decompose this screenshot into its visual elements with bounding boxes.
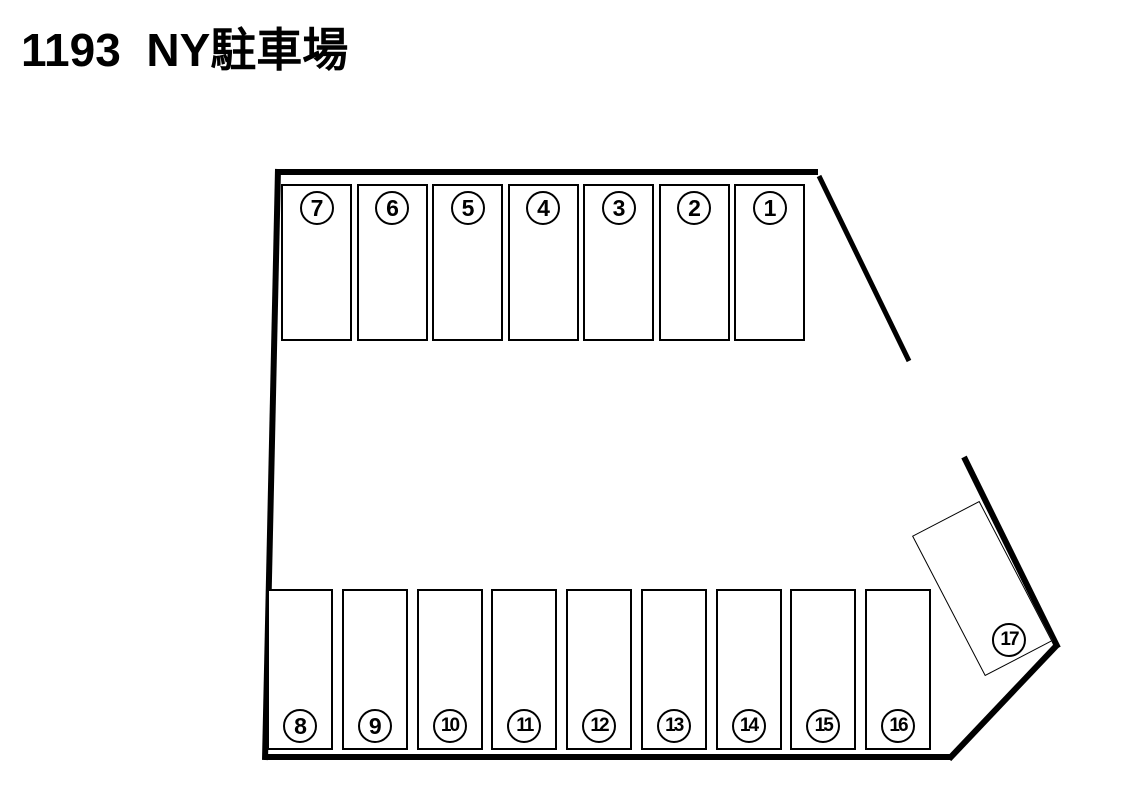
space-number-badge: 1 [752, 191, 787, 225]
parking-space-14: 14 [715, 589, 782, 750]
parking-space-16: 16 [865, 589, 931, 750]
parking-space-3: 3 [583, 184, 654, 341]
space-number-badge: 14 [731, 709, 766, 743]
top-parking-row: 7 6 5 4 3 2 1 [281, 184, 805, 341]
parking-space-4: 4 [507, 184, 579, 341]
space-number-badge: 12 [582, 709, 616, 743]
parking-space-9: 9 [341, 589, 408, 750]
space-number-badge: 2 [677, 191, 711, 225]
parking-space-13: 13 [640, 589, 707, 750]
parking-space-5: 5 [432, 184, 503, 341]
parking-space-8: 8 [267, 589, 333, 750]
space-number-badge: 16 [881, 709, 915, 743]
boundary-bottom-right-diagonal [946, 641, 1061, 762]
space-number-badge: 10 [432, 709, 467, 743]
space-number-badge: 13 [656, 709, 691, 743]
page-title: 1193 NY駐車場 [21, 24, 349, 76]
space-number-badge: 5 [450, 191, 485, 225]
space-number-badge: 11 [507, 709, 542, 743]
bottom-parking-row: 8 9 10 11 12 13 14 15 16 [267, 589, 931, 750]
space-number-badge: 9 [357, 709, 392, 743]
space-number-badge: 6 [375, 191, 409, 225]
parking-space-15: 15 [790, 589, 857, 750]
parking-space-12: 12 [566, 589, 632, 750]
parking-space-11: 11 [491, 589, 558, 750]
space-number-badge: 7 [299, 191, 334, 225]
space-number-badge: 17 [991, 622, 1026, 657]
parking-space-10: 10 [416, 589, 483, 750]
parking-space-7: 7 [281, 184, 352, 341]
space-number-badge: 15 [806, 709, 841, 743]
boundary-top-right-diagonal [816, 174, 912, 363]
space-number-badge: 8 [283, 709, 317, 743]
boundary-right-diagonal [961, 455, 1061, 650]
space-number-badge: 4 [526, 191, 560, 225]
parking-space-1: 1 [734, 184, 805, 341]
space-number-badge: 3 [601, 191, 636, 225]
parking-space-6: 6 [356, 184, 428, 341]
parking-space-2: 2 [658, 184, 730, 341]
